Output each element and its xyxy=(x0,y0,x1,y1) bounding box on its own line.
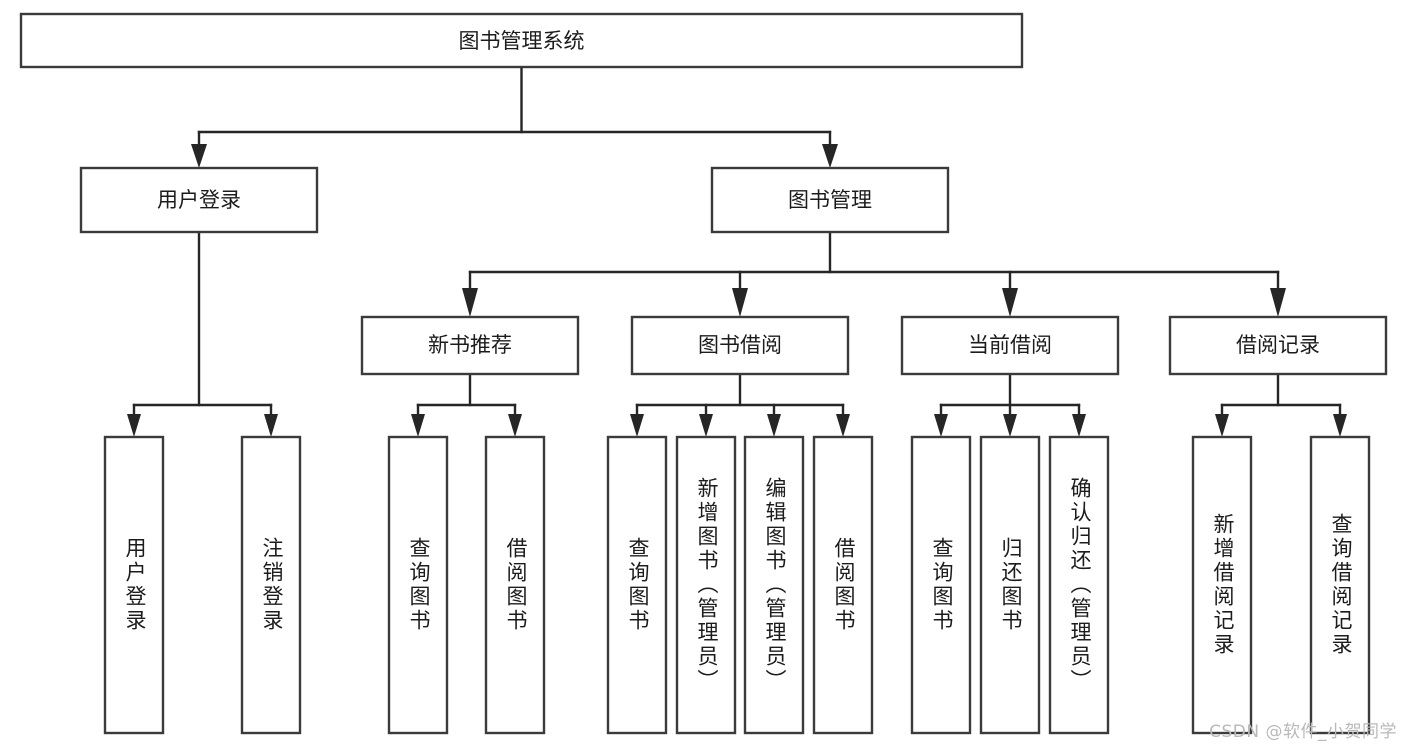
leaf-user-login-login[interactable]: 用户登录 xyxy=(103,435,165,735)
leaf-label: 归还图书 xyxy=(999,537,1023,633)
leaf-label: 查询图书 xyxy=(626,537,650,633)
node-user-login[interactable]: 用户登录 xyxy=(79,166,319,234)
leaf-new-book-borrow[interactable]: 借阅图书 xyxy=(484,435,546,735)
leaf-current-borrow-confirm[interactable]: 确认归还（管理员） xyxy=(1048,435,1110,735)
leaf-book-borrow-borrow[interactable]: 借阅图书 xyxy=(812,435,874,735)
leaf-user-login-logout[interactable]: 注销登录 xyxy=(240,435,302,735)
connector-bookmgmt-to-level3 xyxy=(462,230,1286,317)
leaf-label: 用户登录 xyxy=(123,537,147,633)
leaf-label: 编辑图书（管理员） xyxy=(763,477,787,693)
leaf-label: 确认归还（管理员） xyxy=(1068,477,1092,693)
node-book-borrow-label: 图书借阅 xyxy=(698,333,782,357)
node-borrow-record-label: 借阅记录 xyxy=(1236,333,1320,357)
node-book-borrow[interactable]: 图书借阅 xyxy=(630,315,850,376)
connector-userlogin-to-leaves xyxy=(127,230,278,437)
leaf-label: 新增图书（管理员） xyxy=(695,477,719,693)
leaf-current-borrow-query[interactable]: 查询图书 xyxy=(910,435,972,735)
leaf-book-borrow-query[interactable]: 查询图书 xyxy=(606,435,668,735)
node-borrow-record[interactable]: 借阅记录 xyxy=(1168,315,1388,376)
leaf-label: 新增借阅记录 xyxy=(1211,513,1235,657)
leaf-label: 查询借阅记录 xyxy=(1329,513,1353,657)
node-book-management[interactable]: 图书管理 xyxy=(710,166,950,234)
connector-newbook-to-leaves xyxy=(411,372,522,437)
leaf-label: 注销登录 xyxy=(260,537,284,633)
leaf-borrow-record-query[interactable]: 查询借阅记录 xyxy=(1309,435,1371,735)
node-new-book-recommend[interactable]: 新书推荐 xyxy=(360,315,580,376)
leaf-borrow-record-add[interactable]: 新增借阅记录 xyxy=(1191,435,1253,735)
node-root-label: 图书管理系统 xyxy=(459,29,585,53)
leaf-book-borrow-edit[interactable]: 编辑图书（管理员） xyxy=(743,435,805,735)
node-new-book-recommend-label: 新书推荐 xyxy=(428,333,512,357)
leaf-label: 查询图书 xyxy=(930,537,954,633)
leaf-label: 查询图书 xyxy=(407,537,431,633)
connector-root-to-level2 xyxy=(191,65,838,168)
leaf-label: 借阅图书 xyxy=(832,537,856,633)
node-current-borrow[interactable]: 当前借阅 xyxy=(900,315,1120,376)
connector-currentborrow-to-leaves xyxy=(934,372,1086,437)
leaf-label: 借阅图书 xyxy=(504,537,528,633)
leaf-new-book-query[interactable]: 查询图书 xyxy=(387,435,449,735)
connector-borrowrecord-to-leaves xyxy=(1215,372,1347,437)
leaf-book-borrow-add[interactable]: 新增图书（管理员） xyxy=(675,435,737,735)
csdn-watermark: CSDN @软件_小贺同学 xyxy=(1209,722,1397,742)
node-user-login-label: 用户登录 xyxy=(157,188,241,212)
node-book-management-label: 图书管理 xyxy=(788,188,872,212)
node-root[interactable]: 图书管理系统 xyxy=(19,12,1024,69)
connector-bookborrow-to-leaves xyxy=(630,372,850,437)
node-current-borrow-label: 当前借阅 xyxy=(968,333,1052,357)
leaf-current-borrow-return[interactable]: 归还图书 xyxy=(979,435,1041,735)
